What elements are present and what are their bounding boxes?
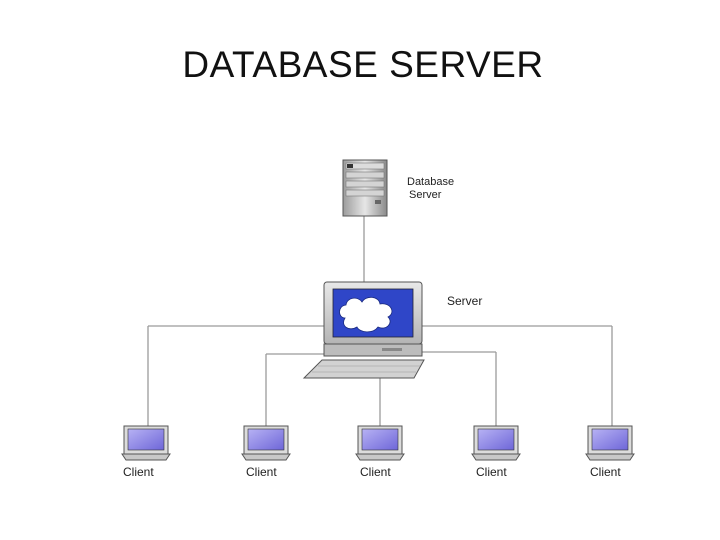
database-server-label-line2: Server [409,189,442,201]
database-server-tower-icon [342,159,388,217]
client-label-5: Client [590,465,621,479]
client-label-4: Client [476,465,507,479]
slide-title: DATABASE SERVER [182,44,544,85]
client-label-1: Client [123,465,154,479]
connection-lines [147,215,613,428]
cloud-icon [339,296,393,333]
client-laptop-icon [121,425,171,461]
client-laptop-icon [355,425,405,461]
client-label-3: Client [360,465,391,479]
server-computer-icon [302,281,425,379]
server-label: Server [447,294,482,308]
client-laptop-icon [585,425,635,461]
client-label-2: Client [246,465,277,479]
client-laptop-icon [471,425,521,461]
database-server-label-line1: Database [407,176,454,188]
client-laptop-icon [241,425,291,461]
